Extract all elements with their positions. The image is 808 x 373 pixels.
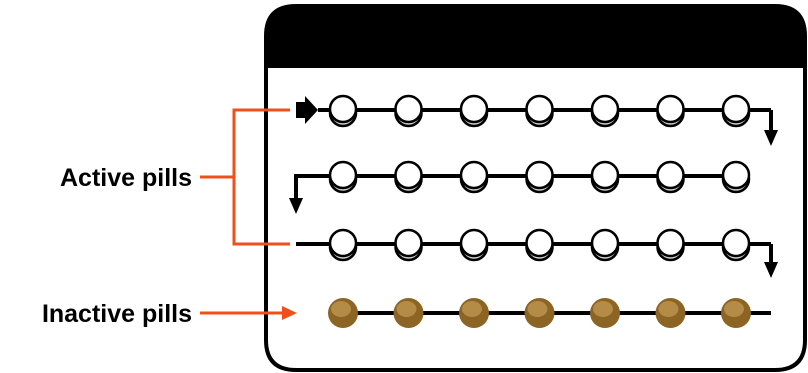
active-pill xyxy=(525,94,554,128)
arrow-right-icon xyxy=(296,96,318,124)
inactive-pill xyxy=(393,298,424,328)
active-pill xyxy=(394,228,423,262)
inactive-pill xyxy=(655,298,686,328)
arrow-down-icon xyxy=(289,174,314,214)
inactive-pill xyxy=(328,298,358,328)
active-pills-label: Active pills xyxy=(60,164,192,192)
arrow-down-icon xyxy=(764,110,778,146)
active-pill xyxy=(525,228,554,262)
active-pill xyxy=(328,160,358,194)
inactive-pill xyxy=(721,298,751,328)
inactive-pill xyxy=(590,298,620,328)
active-pill xyxy=(656,160,685,194)
active-pill xyxy=(459,228,489,262)
active-pill xyxy=(656,94,685,128)
active-pill xyxy=(590,94,620,128)
inactive-arrowhead xyxy=(282,306,297,320)
arrow-down-icon xyxy=(764,244,778,278)
active-pill xyxy=(590,160,620,194)
pill-grid xyxy=(328,94,751,328)
inactive-pill xyxy=(524,298,555,328)
active-pill xyxy=(721,228,751,262)
active-pill xyxy=(328,94,358,128)
active-pill xyxy=(394,160,423,194)
inactive-pills-callout: Inactive pills xyxy=(42,300,297,328)
active-bracket xyxy=(200,108,290,246)
active-pill xyxy=(459,94,489,128)
active-pill xyxy=(394,94,423,128)
pill-pack-case xyxy=(264,4,807,372)
active-pill xyxy=(721,94,751,128)
case-header xyxy=(266,6,805,68)
active-pills-callout: Active pills xyxy=(60,108,290,246)
active-pill xyxy=(656,228,685,262)
active-pill xyxy=(590,228,620,262)
case-outline xyxy=(264,4,807,372)
pill-track xyxy=(296,108,771,315)
active-pill xyxy=(721,160,751,194)
active-pill xyxy=(525,160,554,194)
inactive-pills-label: Inactive pills xyxy=(42,300,192,328)
active-pill xyxy=(328,228,358,262)
inactive-pill xyxy=(459,298,489,328)
active-pill xyxy=(459,160,489,194)
